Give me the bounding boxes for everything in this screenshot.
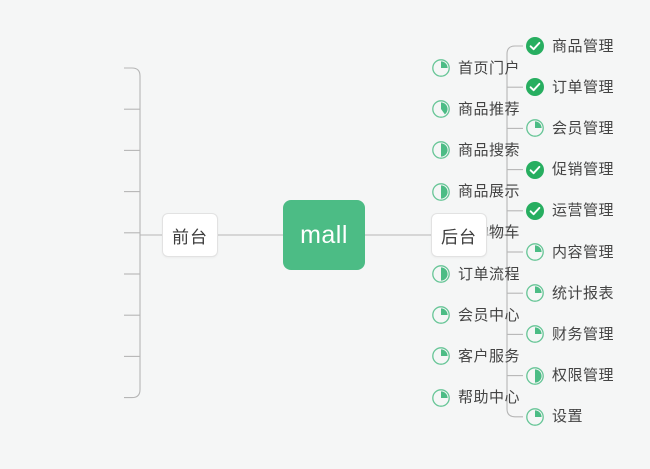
leaf-item-label: 商品搜索 [457,141,520,159]
leaf-item-label: 运营管理 [552,202,615,220]
check-circle-icon [525,160,545,180]
progress-pie-icon [525,118,545,138]
leaf-item-label: 内容管理 [552,243,615,261]
progress-pie-icon [431,182,451,202]
leaf-item-label: 商品管理 [552,37,615,55]
leaf-item-label: 帮助中心 [457,389,520,407]
branch-node-front[interactable]: 前台 [162,213,218,257]
progress-pie-icon [525,242,545,262]
progress-pie-icon [525,324,545,344]
progress-pie-icon [525,407,545,427]
leaf-item-label: 促销管理 [552,161,615,179]
root-node-mall[interactable]: mall [283,200,365,270]
progress-pie-icon [431,388,451,408]
leaf-item[interactable]: 统计报表 [525,280,614,306]
leaf-item-label: 权限管理 [552,367,615,385]
leaf-item[interactable]: 会员中心 [431,302,520,328]
leaf-item-label: 订单流程 [457,265,520,283]
branch-node-front-label: 前台 [172,227,208,247]
leaf-item[interactable]: 客户服务 [431,343,520,369]
progress-pie-icon [431,140,451,160]
leaf-item[interactable]: 商品推荐 [431,96,520,122]
leaf-item[interactable]: 财务管理 [525,321,614,347]
leaf-item-label: 订单管理 [552,78,615,96]
leaf-item[interactable]: 订单管理 [525,74,614,100]
leaf-item-label: 会员管理 [552,119,615,137]
leaf-item[interactable]: 设置 [525,404,583,430]
check-circle-icon [525,36,545,56]
root-node-label: mall [300,220,348,249]
leaf-item[interactable]: 权限管理 [525,363,614,389]
leaf-item[interactable]: 订单流程 [431,261,520,287]
leaf-item-label: 商品推荐 [457,100,520,118]
check-circle-icon [525,77,545,97]
leaf-item-label: 财务管理 [552,325,615,343]
leaf-item[interactable]: 帮助中心 [431,385,520,411]
branch-node-back[interactable]: 后台 [431,213,487,257]
leaf-item-label: 客户服务 [457,347,520,365]
check-circle-icon [525,201,545,221]
leaf-item[interactable]: 会员管理 [525,115,614,141]
progress-pie-icon [431,346,451,366]
leaf-item[interactable]: 内容管理 [525,239,614,265]
leaf-item-label: 商品展示 [457,183,520,201]
leaf-item[interactable]: 商品搜索 [431,137,520,163]
progress-pie-icon [525,366,545,386]
leaf-item-label: 会员中心 [457,306,520,324]
leaf-item[interactable]: 商品展示 [431,179,520,205]
leaf-item-label: 设置 [552,408,584,426]
leaf-item[interactable]: 促销管理 [525,157,614,183]
progress-pie-icon [431,305,451,325]
progress-pie-icon [525,283,545,303]
leaf-item[interactable]: 首页门户 [431,55,520,81]
progress-pie-icon [431,99,451,119]
leaf-item-label: 统计报表 [552,284,615,302]
leaf-item[interactable]: 运营管理 [525,198,614,224]
leaf-item-label: 首页门户 [457,59,520,77]
leaf-item[interactable]: 商品管理 [525,33,614,59]
progress-pie-icon [431,58,451,78]
branch-node-back-label: 后台 [441,227,477,247]
progress-pie-icon [431,264,451,284]
